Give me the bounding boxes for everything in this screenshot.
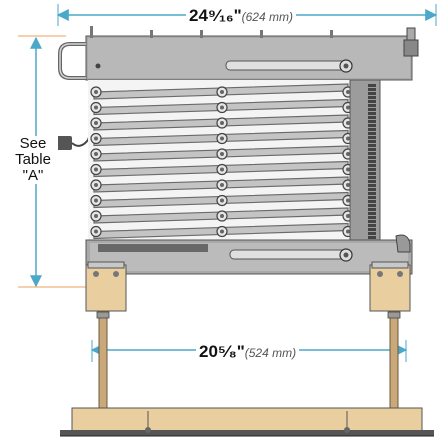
- threaded-rods: [96, 310, 401, 410]
- mount-width-value: 20⁵⁄₈": [199, 342, 245, 361]
- see-table-a-note: See Table "A": [8, 136, 58, 184]
- side-note-line-2: Table: [15, 151, 51, 168]
- overall-width-metric: (624 mm): [241, 10, 293, 24]
- left-mount-bracket: [85, 261, 127, 312]
- top-frame: [85, 26, 419, 81]
- right-mount-bracket: [369, 261, 411, 312]
- bottom-frame: [85, 234, 413, 275]
- overall-width-label: 24⁹⁄₁₆"(624 mm): [186, 6, 296, 26]
- carry-handle: [58, 42, 86, 80]
- ceiling-plate: [60, 407, 434, 437]
- side-note-line-1: See: [19, 135, 47, 152]
- mount-width-label: 20⁵⁄₈"(524 mm): [196, 342, 300, 362]
- mount-width-metric: (524 mm): [244, 346, 297, 360]
- side-note-line-3: "A": [22, 167, 44, 184]
- coil-assembly: [88, 79, 381, 243]
- overall-width-value: 24⁹⁄₁₆": [189, 6, 242, 25]
